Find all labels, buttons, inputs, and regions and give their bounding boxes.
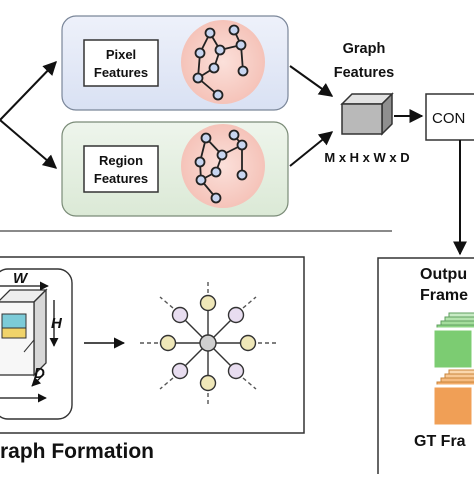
output-frames-stack	[431, 312, 474, 371]
pixel-features-box	[83, 39, 159, 87]
cube-axis-d: D	[34, 365, 45, 382]
pixel-graph-icon	[192, 24, 249, 101]
region-features-panel: Region Features	[61, 121, 289, 217]
video-cube-illustration: W H D	[0, 268, 73, 420]
gt-frames-stack	[431, 369, 474, 428]
pixel-features-line2: Features	[94, 65, 148, 80]
graph-formation-label: raph Formation	[0, 440, 154, 463]
cube-axis-w: W	[13, 270, 29, 287]
star-center-node	[199, 334, 217, 352]
merge-arrows	[289, 65, 334, 167]
region-features-box	[83, 145, 159, 193]
cube-axis-h: H	[51, 315, 63, 332]
output-frames-line1: Outpu	[420, 266, 467, 283]
output-frames-line2: Frame	[420, 287, 468, 304]
input-branch-arrows	[0, 60, 58, 169]
region-graph-circle	[181, 124, 265, 208]
region-features-line1: Region	[99, 153, 143, 168]
conv-label: CON	[432, 110, 465, 127]
gt-frames-label: GT Fra	[414, 433, 466, 450]
graph-features-line1: Graph	[343, 41, 386, 57]
pixel-features-line1: Pixel	[106, 47, 136, 62]
graph-features-cube	[340, 92, 394, 136]
video-frame-thumbnail	[1, 313, 27, 329]
graph-features-dims: M x H x W x D	[324, 150, 409, 165]
pixel-features-panel: Pixel Features	[61, 15, 289, 111]
graph-features-line2: Features	[334, 65, 394, 81]
pixel-graph-circle	[181, 20, 265, 104]
star-graph	[140, 282, 276, 404]
region-features-line2: Features	[94, 171, 148, 186]
conv-box	[425, 93, 474, 141]
region-graph-icon	[194, 129, 248, 204]
